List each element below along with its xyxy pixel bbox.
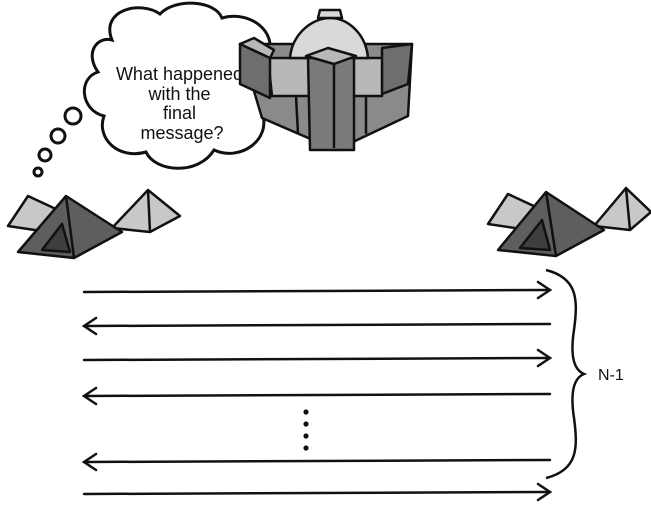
- tent-icon: [112, 190, 180, 232]
- bubble-line-3: final: [163, 103, 196, 123]
- thought-trail-icon: [34, 108, 81, 176]
- message-arrows: [84, 282, 550, 500]
- message-arrow-right: [84, 484, 550, 500]
- brace-label: N-1: [598, 367, 624, 384]
- curly-brace-icon: [546, 270, 584, 478]
- bubble-line-1: What happened: [116, 64, 243, 84]
- message-arrow-left: [84, 454, 550, 470]
- right-camp-tents: [488, 188, 651, 256]
- bubble-line-2: with the: [147, 84, 210, 104]
- tent-icon: [594, 188, 651, 230]
- message-arrow-left: [84, 318, 550, 334]
- ellipsis-dots: [303, 409, 308, 450]
- bubble-line-4: message?: [140, 123, 223, 143]
- message-arrow-right: [84, 350, 550, 366]
- message-arrow-right: [84, 282, 550, 298]
- message-arrow-left: [84, 388, 550, 404]
- left-camp-tents: [8, 190, 180, 258]
